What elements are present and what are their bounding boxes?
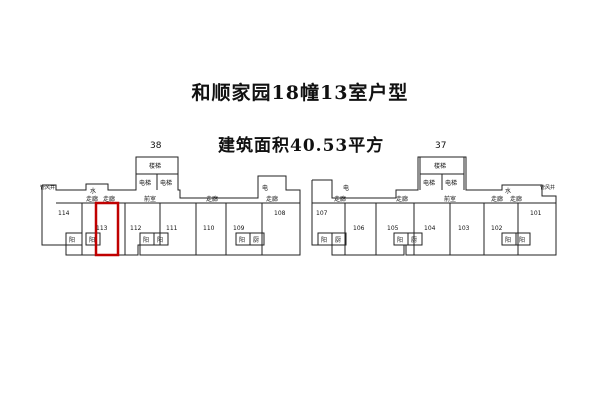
elevator-label-right-1: 电梯 <box>423 179 435 187</box>
corridor-label-3: 走廊 <box>206 195 218 203</box>
room-110: 110 <box>203 225 215 232</box>
pipe-label-left: 管风井 <box>40 184 55 191</box>
water-label-right: 水 <box>505 187 511 195</box>
balcony-label-5: 阳 <box>239 236 245 244</box>
area-caption: 建筑面积40.53平方 <box>218 136 385 156</box>
corridor-label-8: 走廊 <box>510 195 522 203</box>
corridor-label-5: 走廊 <box>334 195 346 203</box>
room-108: 108 <box>274 210 286 217</box>
building-number-38: 38 <box>150 141 162 151</box>
room-102: 102 <box>491 225 503 232</box>
balcony-label-6: 阳 <box>321 236 327 244</box>
lobby-label-right: 前室 <box>444 195 456 203</box>
balcony-label-7: 阳 <box>397 236 403 244</box>
lobby-label-left: 前室 <box>144 195 156 203</box>
balcony-label-4: 阳 <box>157 236 163 244</box>
room-111: 111 <box>166 225 178 232</box>
corridor-label-1: 走廊 <box>86 195 98 203</box>
room-105: 105 <box>387 225 399 232</box>
room-106: 106 <box>353 225 365 232</box>
corridor-label-2: 走廊 <box>103 195 115 203</box>
kitchen-label-2: 厨 <box>335 237 341 244</box>
pipe-label-right: 管风井 <box>540 184 555 191</box>
building-number-37: 37 <box>435 141 447 151</box>
room-114: 114 <box>58 210 70 217</box>
plan-outline <box>41 156 557 256</box>
elevator-label-left-1: 电梯 <box>139 179 151 187</box>
corridor-label-6: 走廊 <box>396 195 408 203</box>
balcony-label-2: 阳 <box>89 236 95 244</box>
room-107: 107 <box>316 210 328 217</box>
room-103: 103 <box>458 225 470 232</box>
electric-label-left: 电 <box>262 184 268 192</box>
room-113: 113 <box>96 225 108 232</box>
stair-label-right: 楼梯 <box>434 162 446 170</box>
corridor-label-4: 走廊 <box>266 195 278 203</box>
balcony-label-8: 阳 <box>505 236 511 244</box>
water-label-left: 水 <box>90 187 96 195</box>
room-109: 109 <box>233 225 245 232</box>
corridor-label-7: 走廊 <box>491 195 503 203</box>
balcony-label-1: 阳 <box>69 236 75 244</box>
balcony-label-9: 阳 <box>519 236 525 244</box>
stair-label-left: 楼梯 <box>149 162 161 170</box>
electric-label-right: 电 <box>343 184 349 192</box>
elevator-label-right-2: 电梯 <box>445 179 457 187</box>
highlighted-unit-113 <box>94 201 120 257</box>
balcony-label-3: 阳 <box>143 236 149 244</box>
room-101: 101 <box>530 210 542 217</box>
room-112: 112 <box>130 225 142 232</box>
page-title: 和顺家园18幢13室户型 <box>191 82 409 104</box>
kitchen-label-3: 厨 <box>411 237 417 244</box>
kitchen-label-1: 厨 <box>253 237 259 244</box>
elevator-label-left-2: 电梯 <box>160 179 172 187</box>
room-104: 104 <box>424 225 436 232</box>
